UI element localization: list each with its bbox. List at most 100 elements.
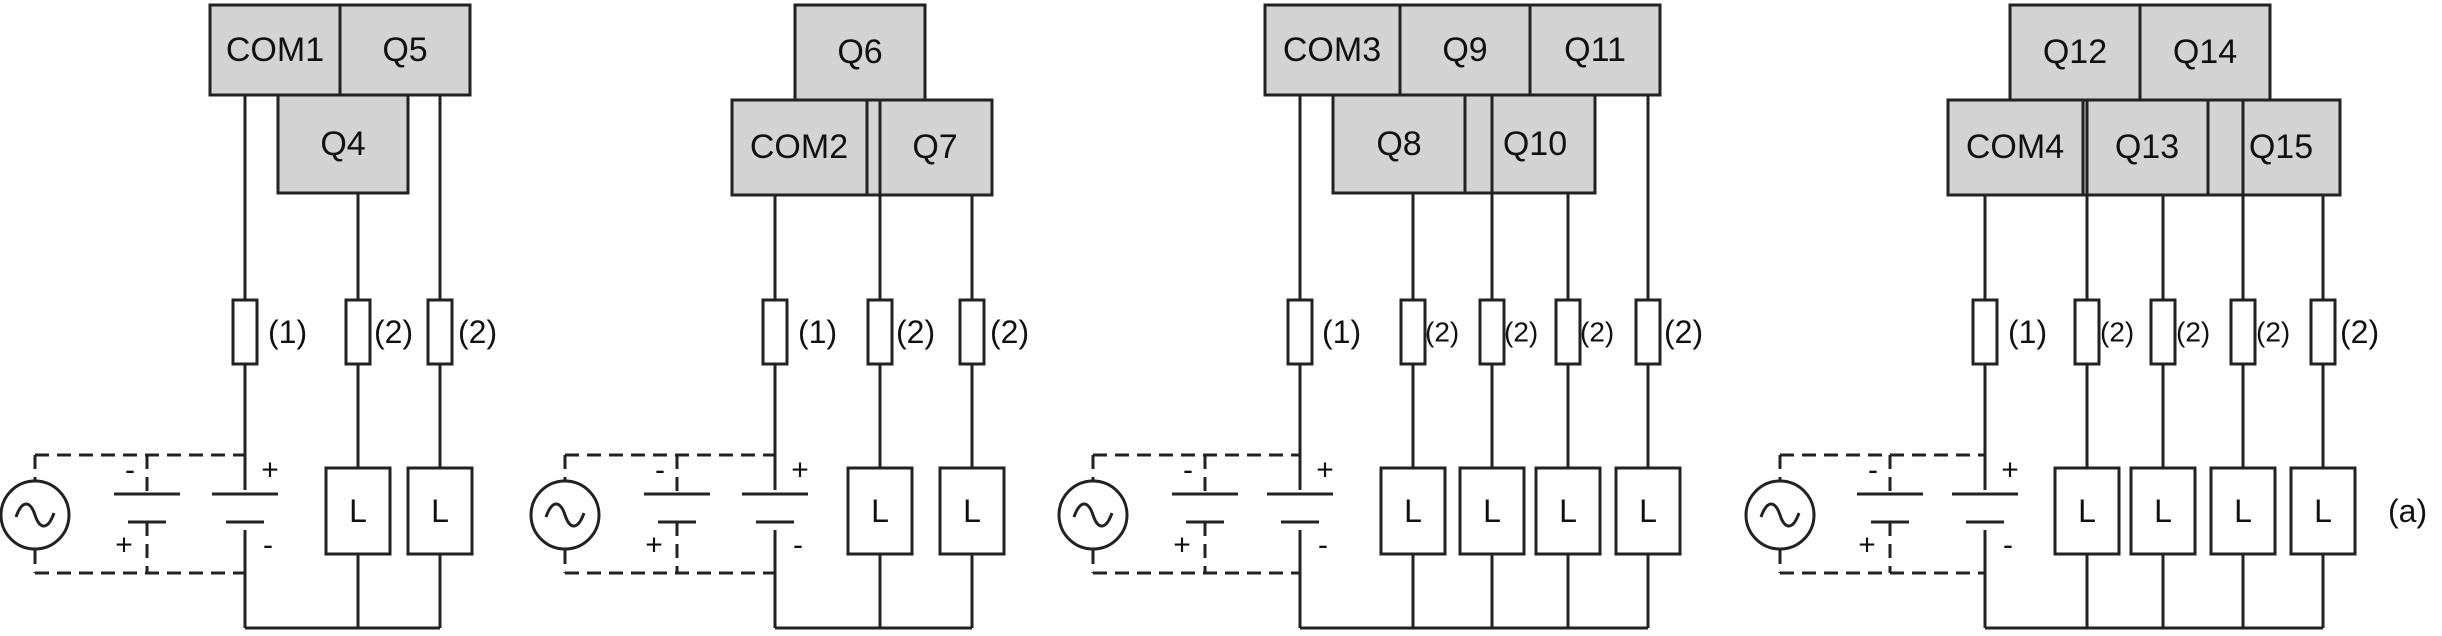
fuse-output <box>344 298 372 366</box>
terminal-q7: Q7 <box>865 98 994 197</box>
svg-text:+: + <box>115 529 133 562</box>
fuse-common <box>761 298 789 366</box>
load: L <box>2053 466 2121 556</box>
terminal-q5: Q5 <box>338 3 472 97</box>
svg-text:L: L <box>2314 493 2332 529</box>
fuse-output <box>958 298 986 366</box>
terminal-q13: Q13 <box>2081 98 2210 197</box>
fuse-output <box>2309 298 2337 366</box>
terminal-com1: COM1 <box>208 3 342 97</box>
alternative-supplies: - + <box>1744 453 1985 575</box>
fuse-output <box>1634 298 1662 366</box>
svg-text:+: + <box>1173 529 1191 562</box>
fuse-common <box>1971 298 1999 366</box>
load: L <box>1458 466 1526 556</box>
dc-supply-reversed: - + <box>1172 454 1238 562</box>
terminal-com4: COM4 <box>1946 98 2085 197</box>
svg-text:Q11: Q11 <box>1564 31 1626 69</box>
load: L <box>1614 466 1682 556</box>
fuse-common <box>231 298 259 366</box>
dc-supply: + - <box>1952 454 2019 562</box>
terminal-com3: COM3 <box>1263 3 1402 97</box>
svg-text:COM4: COM4 <box>1966 128 2064 166</box>
svg-text:-: - <box>655 454 665 487</box>
ac-source-icon <box>529 479 601 551</box>
load: L <box>846 466 914 556</box>
load: L <box>2209 466 2277 556</box>
dc-supply-reversed: - + <box>114 454 180 562</box>
svg-text:Q12: Q12 <box>2043 33 2107 71</box>
svg-text:L: L <box>1404 493 1422 529</box>
svg-text:COM2: COM2 <box>750 128 848 166</box>
fuse-output <box>1478 298 1506 366</box>
svg-text:-: - <box>1868 454 1878 487</box>
fuse-output <box>866 298 894 366</box>
svg-text:-: - <box>2003 529 2013 562</box>
dc-supply: + - <box>212 454 279 562</box>
fuse-output-label: (2) <box>374 314 413 350</box>
fuse-output-label: (2) <box>2100 317 2134 348</box>
group-com2: Q6 COM2 Q7 (1) (2) (2) L L <box>529 3 1029 630</box>
svg-text:Q15: Q15 <box>2249 128 2313 166</box>
svg-text:Q13: Q13 <box>2115 128 2179 166</box>
load: L <box>2129 466 2197 556</box>
fuse-common <box>1286 298 1314 366</box>
load: L <box>1534 466 1602 556</box>
svg-text:Q6: Q6 <box>837 33 882 71</box>
load: L <box>1379 466 1447 556</box>
dc-supply: + - <box>1267 454 1334 562</box>
svg-text:Q7: Q7 <box>912 128 957 166</box>
terminal-q6: Q6 <box>793 3 927 102</box>
dc-supply-reversed: - + <box>644 454 710 562</box>
svg-text:-: - <box>1318 529 1328 562</box>
terminal-q8: Q8 <box>1331 93 1467 195</box>
fuse-output <box>2149 298 2177 366</box>
svg-text:COM1: COM1 <box>226 31 324 69</box>
ac-source-icon <box>1057 479 1129 551</box>
terminal-com2: COM2 <box>730 98 869 197</box>
terminal-q9: Q9 <box>1398 3 1532 97</box>
svg-text:-: - <box>125 454 135 487</box>
svg-text:+: + <box>791 454 809 487</box>
fuse-common-label: (1) <box>268 314 307 350</box>
group-com1: COM1 Q5 Q4 (1) (2) (2) L L <box>0 3 497 630</box>
fuse-output-label: (2) <box>1664 314 1703 350</box>
svg-text:L: L <box>1483 493 1501 529</box>
fuse-output-label: (2) <box>990 314 1029 350</box>
svg-text:Q8: Q8 <box>1376 125 1421 163</box>
terminal-q10: Q10 <box>1463 93 1597 195</box>
terminal-q11: Q11 <box>1528 3 1662 97</box>
alternative-supplies: - + <box>1057 453 1300 575</box>
fuse-output <box>426 298 454 366</box>
svg-text:+: + <box>1316 454 1334 487</box>
ac-source-icon <box>0 479 71 551</box>
svg-text:L: L <box>871 493 889 529</box>
svg-text:L: L <box>2234 493 2252 529</box>
fuse-output-label: (2) <box>896 314 935 350</box>
svg-text:L: L <box>431 493 449 529</box>
svg-text:COM3: COM3 <box>1283 31 1381 69</box>
fuse-output <box>2229 298 2257 366</box>
svg-text:L: L <box>349 493 367 529</box>
svg-text:+: + <box>645 529 663 562</box>
fuse-output-label: (2) <box>2176 317 2210 348</box>
svg-text:+: + <box>261 454 279 487</box>
fuse-output-label: (2) <box>1580 317 1614 348</box>
load: L <box>324 466 392 556</box>
fuse-output <box>1554 298 1582 366</box>
alternative-supplies: - + <box>529 453 775 575</box>
fuse-common-label: (1) <box>2008 314 2047 350</box>
svg-text:L: L <box>2154 493 2172 529</box>
svg-text:Q4: Q4 <box>320 125 365 163</box>
load: L <box>2289 466 2357 556</box>
svg-text:Q5: Q5 <box>382 31 427 69</box>
svg-text:Q10: Q10 <box>1503 125 1567 163</box>
ac-source-icon <box>1744 479 1816 551</box>
load: L <box>938 466 1006 556</box>
svg-text:L: L <box>1639 493 1657 529</box>
svg-text:+: + <box>2001 454 2019 487</box>
svg-text:L: L <box>1559 493 1577 529</box>
fuse-output-label: (2) <box>1425 317 1459 348</box>
svg-text:L: L <box>963 493 981 529</box>
